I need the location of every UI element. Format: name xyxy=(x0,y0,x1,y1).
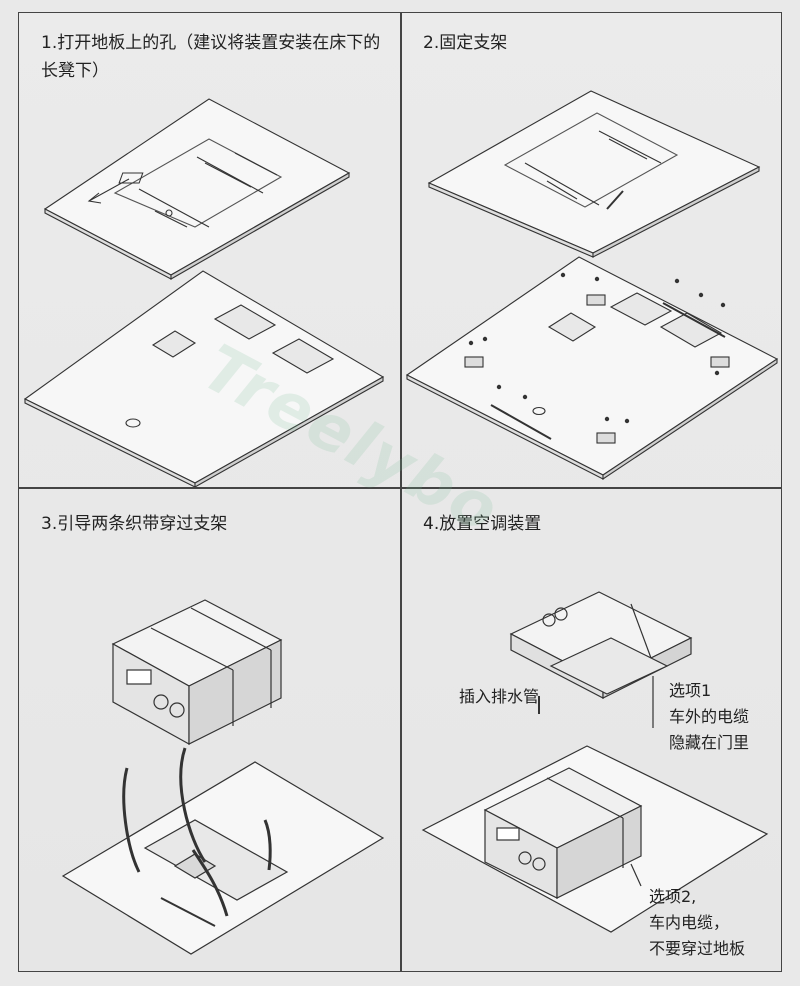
grid-divider-horizontal xyxy=(19,487,781,489)
step-1-panel: 1.打开地板上的孔（建议将装置安装在床下的长凳下） xyxy=(19,13,400,487)
step-2-illustration xyxy=(405,90,779,481)
step-3-panel: 3.引导两条织带穿过支架 xyxy=(19,488,400,972)
grid-divider-vertical xyxy=(400,13,402,971)
option-2-callout: 选项2, 车内电缆， 不要穿过地板 xyxy=(649,887,746,958)
step-grid: 1.打开地板上的孔（建议将装置安装在床下的长凳下） xyxy=(18,12,782,972)
step-1-illustration xyxy=(23,98,385,487)
step-3-illustration xyxy=(61,599,385,955)
step-4-illustration xyxy=(421,591,769,933)
screw-icon xyxy=(468,272,726,424)
step-4-panel: 4.放置空调装置 xyxy=(401,488,782,972)
step-3-title: 3.引导两条织带穿过支架 xyxy=(41,514,228,534)
step-2-title: 2.固定支架 xyxy=(423,33,508,53)
left-arrow-icon xyxy=(87,178,130,204)
drain-callout: 插入排水管 xyxy=(459,687,540,706)
step-4-title: 4.放置空调装置 xyxy=(423,514,542,534)
step-1-title: 1.打开地板上的孔（建议将装置安装在床下的长凳下） xyxy=(41,33,381,81)
option-1-callout: 选项1 车外的电缆 隐藏在门里 xyxy=(669,681,750,752)
step-2-panel: 2.固定支架 xyxy=(401,13,782,487)
